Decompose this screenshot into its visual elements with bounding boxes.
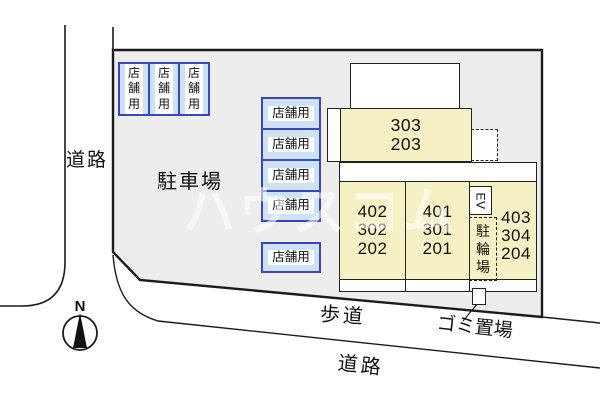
shop-stall-2-label: 店 舗 用 — [154, 63, 173, 115]
veranda-center — [406, 280, 470, 291]
shop-stall-8-label: 店舗用 — [268, 249, 314, 266]
elevator-label: EV — [473, 191, 488, 210]
boundary-continuation-line — [541, 316, 600, 324]
shop-stall-6-label: 店舗用 — [268, 167, 314, 184]
road-left-edge-line — [0, 25, 66, 307]
shop-stall-5-label: 店舗用 — [268, 136, 314, 153]
shop-stall-8: 店舗用 — [261, 242, 321, 273]
garbage-station-marker — [472, 288, 486, 305]
shop-stall-5: 店舗用 — [261, 128, 321, 161]
shop-stall-6: 店舗用 — [261, 159, 321, 192]
shop-stall-3: 店 舗 用 — [178, 62, 210, 116]
veranda-right — [470, 280, 536, 291]
corridor — [339, 162, 537, 182]
building-block-center: 401 301 201 — [406, 182, 470, 279]
building-block-left: 402 302 202 — [340, 182, 406, 279]
veranda-left — [340, 280, 406, 291]
building-upper-stair — [328, 109, 341, 161]
garbage-leader-line — [462, 302, 479, 322]
bicycle-parking-label: 駐 輪 場 — [476, 222, 490, 276]
parking-lot-label: 駐車場 — [157, 171, 223, 193]
shop-stall-4: 店舗用 — [261, 97, 321, 130]
compass-needle-icon — [73, 313, 87, 348]
dashed-annex — [471, 129, 498, 161]
compass-north-label: N — [75, 298, 86, 315]
building-main: 402 302 202 401 301 201 EV 駐 輪 場 403 304… — [339, 181, 537, 292]
upper-units-text: 303 203 — [390, 115, 422, 154]
shop-stall-3-label: 店 舗 用 — [184, 63, 203, 115]
building-block-right: EV 駐 輪 場 403 304 204 — [469, 182, 536, 281]
building-veranda-strip — [340, 279, 536, 291]
shop-stall-1-label: 店 舗 用 — [124, 63, 143, 115]
road-left-label: 道路 — [66, 150, 109, 171]
shop-stall-2: 店 舗 用 — [148, 62, 180, 116]
shop-stall-7-label: 店舗用 — [268, 198, 314, 214]
upper-structure — [350, 63, 460, 110]
building-upper-floors: 303 203 — [327, 108, 472, 162]
building-upper-units: 303 203 — [341, 109, 471, 161]
bicycle-parking-zone: 駐 輪 場 — [469, 217, 497, 281]
road-bottom-label: 道路 — [336, 352, 385, 380]
shop-stall-7: 店舗用 — [261, 190, 321, 222]
sidewalk-label: 歩道 — [319, 303, 367, 329]
shop-stall-4-label: 店舗用 — [268, 105, 314, 122]
compass: N — [62, 298, 98, 351]
block-center-units: 401 301 201 — [422, 202, 453, 258]
shop-stall-1: 店 舗 用 — [118, 62, 150, 116]
sidewalk-road-line — [112, 254, 600, 369]
building-main-row: 402 302 202 401 301 201 EV 駐 輪 場 403 304… — [340, 182, 536, 281]
block-right-units: 403 304 204 — [501, 208, 531, 264]
elevator-box: EV — [469, 186, 492, 215]
block-left-units: 402 302 202 — [357, 202, 388, 258]
